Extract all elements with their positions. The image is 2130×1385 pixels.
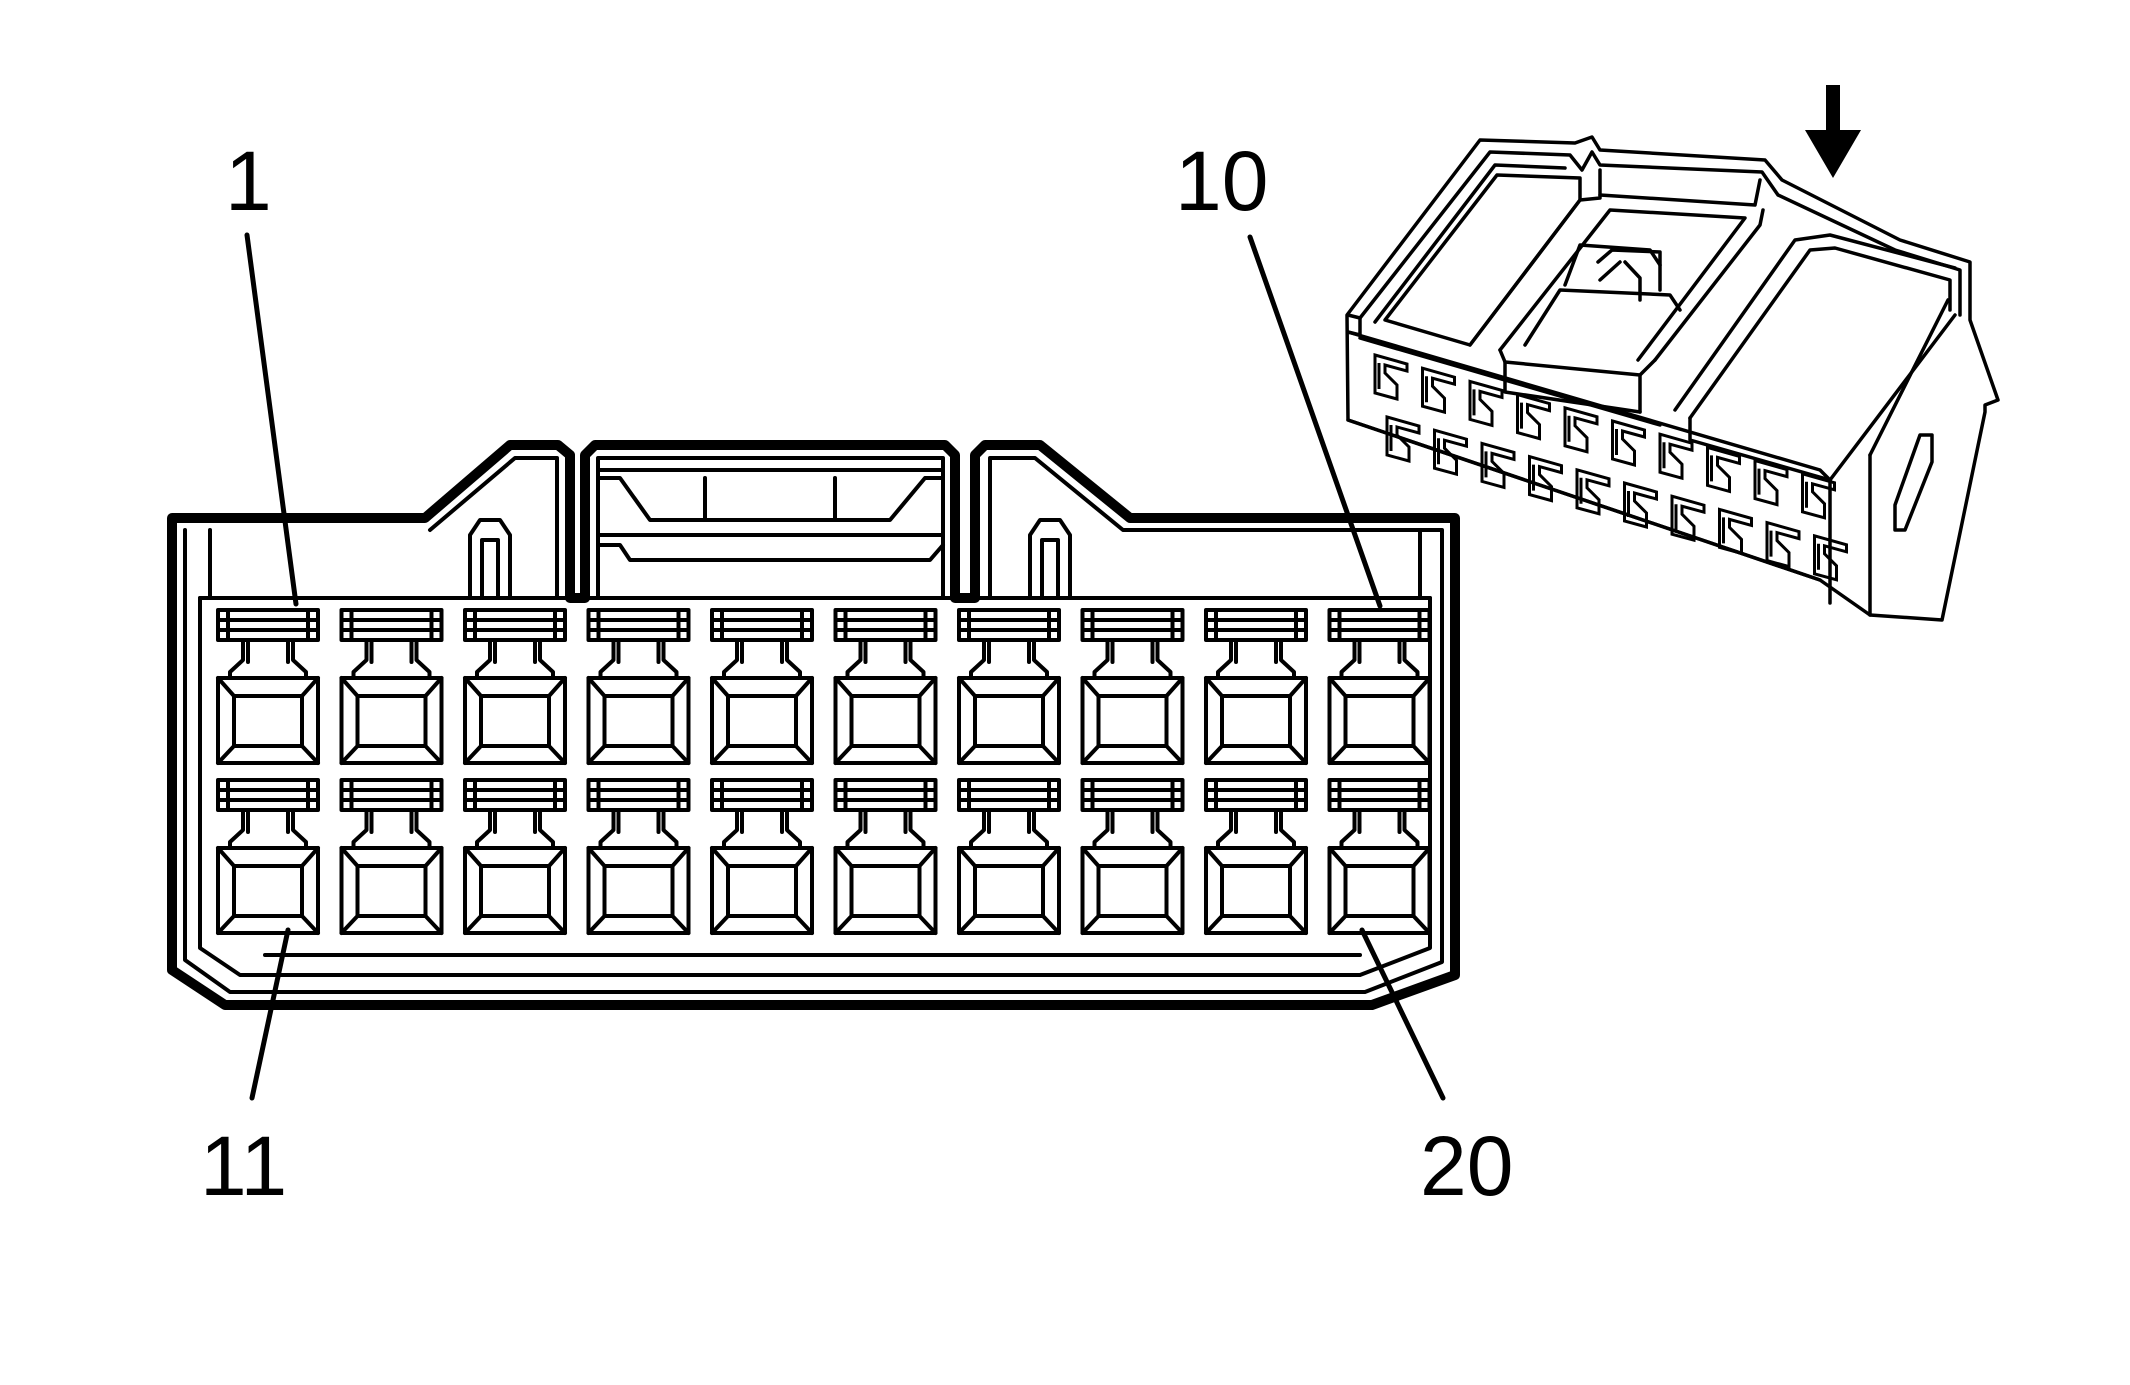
pin-cavity-12 bbox=[339, 778, 444, 935]
locating-post-right bbox=[1028, 518, 1072, 600]
pin-label-10: 10 bbox=[1175, 134, 1268, 228]
iso-cavity bbox=[1623, 481, 1658, 529]
locating-post-left bbox=[468, 518, 512, 600]
iso-cavity bbox=[1468, 379, 1504, 428]
pin-label-1: 1 bbox=[225, 134, 272, 228]
leader-line-pin-20 bbox=[1359, 927, 1446, 1101]
pin-label-20: 20 bbox=[1420, 1119, 1513, 1213]
iso-cavity bbox=[1658, 432, 1694, 481]
iso-cavity bbox=[1421, 366, 1456, 415]
connector-isometric-view bbox=[1345, 135, 2000, 622]
connector-face-front-view bbox=[167, 232, 1460, 1101]
iso-cavity bbox=[1765, 520, 1801, 569]
iso-cavity bbox=[1385, 415, 1421, 463]
pin-cavity-9 bbox=[1204, 608, 1308, 765]
iso-cavity bbox=[1373, 353, 1409, 401]
pin-cavity-3 bbox=[463, 608, 567, 765]
iso-cavity bbox=[1563, 405, 1599, 454]
iso-cavity bbox=[1753, 458, 1789, 507]
pin-cavity-5 bbox=[710, 608, 814, 765]
pin-cavity-18 bbox=[1080, 778, 1185, 935]
pin-cavity-14 bbox=[586, 778, 691, 935]
pin-cavity-10 bbox=[1327, 608, 1432, 765]
pin-cavity-7 bbox=[957, 608, 1061, 765]
pin-cavity-15 bbox=[710, 778, 814, 935]
iso-cavity bbox=[1516, 392, 1551, 441]
pin-cavity-8 bbox=[1080, 608, 1185, 765]
pin-cavity-6 bbox=[833, 608, 938, 765]
iso-cavity bbox=[1813, 533, 1848, 582]
iso-cavity bbox=[1575, 467, 1611, 516]
leader-line-pin-11 bbox=[249, 927, 291, 1101]
iso-cavity bbox=[1706, 445, 1741, 494]
iso-cavity bbox=[1801, 471, 1836, 520]
iso-cavity bbox=[1480, 441, 1516, 490]
iso-top-cavity bbox=[1383, 173, 1582, 347]
iso-cavity bbox=[1718, 507, 1753, 556]
iso-cavity bbox=[1433, 428, 1468, 477]
pin-cavity-4 bbox=[586, 608, 691, 765]
leader-line-pin-10 bbox=[1247, 234, 1383, 609]
housing-inner-line bbox=[183, 456, 1444, 994]
pin-cavity-16 bbox=[833, 778, 938, 935]
pin-cavity-13 bbox=[463, 778, 567, 935]
pin-cavity-2 bbox=[339, 608, 444, 765]
pin-cavity-11 bbox=[216, 778, 320, 935]
iso-housing-outline bbox=[1345, 135, 2000, 622]
pin-cavity-17 bbox=[957, 778, 1061, 935]
iso-cavity bbox=[1670, 494, 1706, 543]
latch-window bbox=[596, 468, 945, 600]
pin-cavity-20 bbox=[1327, 778, 1432, 935]
leader-line-pin-1 bbox=[244, 232, 299, 607]
iso-pin-cavities bbox=[1373, 353, 1848, 582]
arrow-down-icon bbox=[1805, 85, 1861, 178]
iso-right-block bbox=[1673, 233, 1957, 617]
housing-side-walls bbox=[198, 528, 1432, 977]
pin-cavity-19 bbox=[1204, 778, 1308, 935]
pin-cavity-grid bbox=[216, 608, 1432, 935]
iso-cavity bbox=[1611, 419, 1646, 467]
pin-label-11: 11 bbox=[200, 1119, 287, 1213]
leader-lines bbox=[244, 232, 1446, 1101]
iso-cavity bbox=[1528, 454, 1563, 503]
pin-cavity-1 bbox=[216, 608, 320, 765]
